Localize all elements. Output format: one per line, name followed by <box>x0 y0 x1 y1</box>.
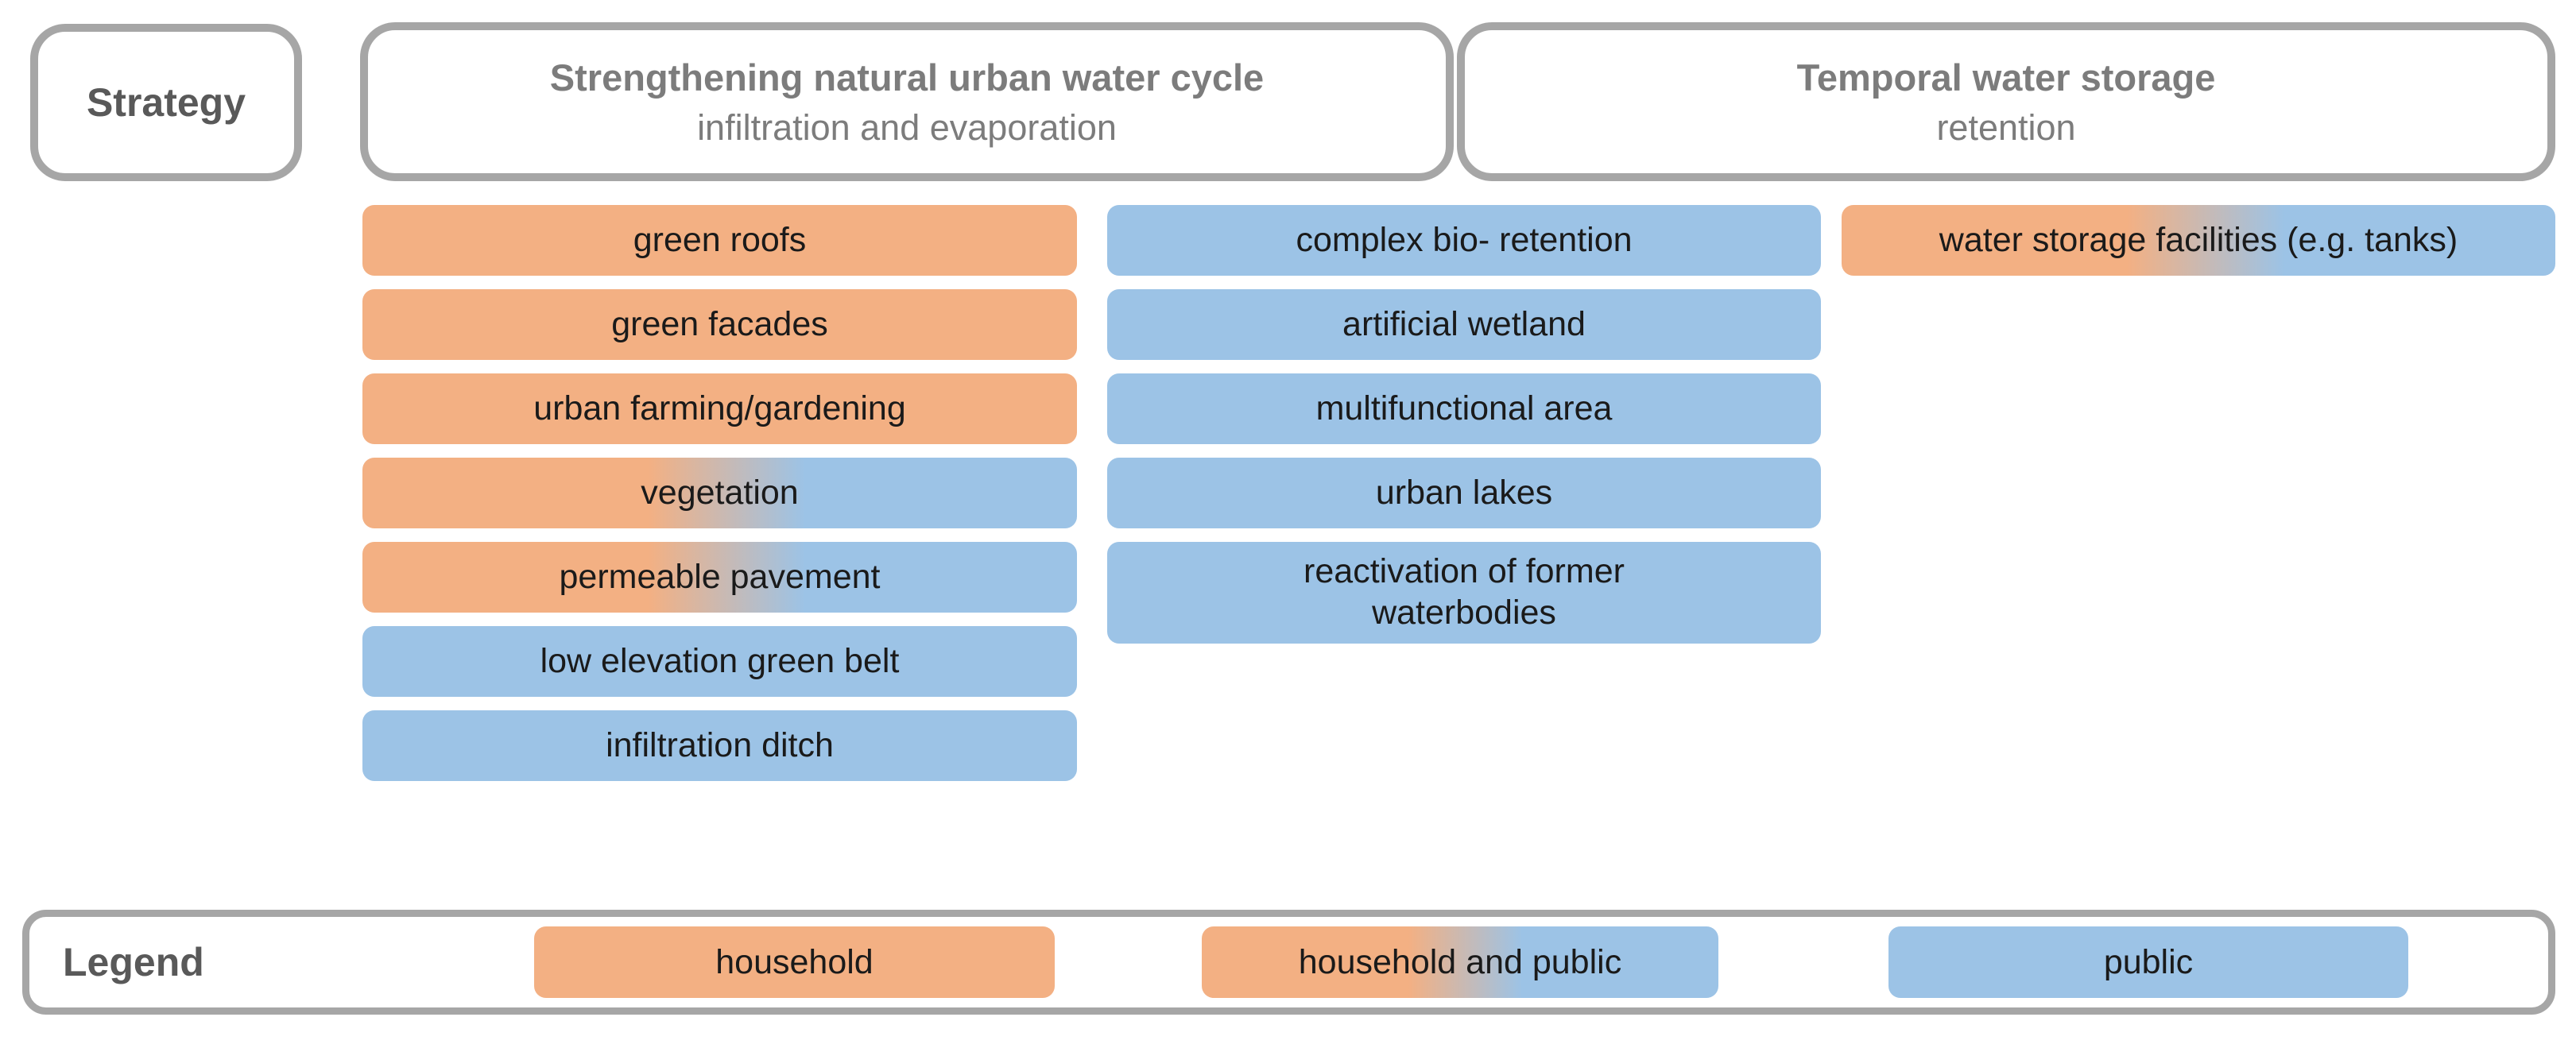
item-green-roofs: green roofs <box>362 205 1077 276</box>
header-title: Temporal water storage <box>1796 56 2216 99</box>
item-water-storage-facilities: water storage facilities (e.g. tanks) <box>1842 205 2555 276</box>
measure-column-infiltration-right: complex bio- retention artificial wetlan… <box>1107 205 1821 644</box>
legend-item-household-and-public: household and public <box>1202 926 1718 998</box>
strategy-label: Strategy <box>86 80 246 125</box>
item-low-elevation-green-belt: low elevation green belt <box>362 626 1077 697</box>
item-reactivation-former-waterbodies: reactivation of former waterbodies <box>1107 542 1821 644</box>
header-temporal-water-storage: Temporal water storage retention <box>1457 22 2555 181</box>
item-infiltration-ditch: infiltration ditch <box>362 710 1077 781</box>
strategy-box: Strategy <box>30 24 302 181</box>
legend-label: Legend <box>63 940 204 984</box>
item-artificial-wetland: artificial wetland <box>1107 289 1821 360</box>
measure-column-retention: water storage facilities (e.g. tanks) <box>1842 205 2555 276</box>
header-title: Strengthening natural urban water cycle <box>549 56 1265 99</box>
item-urban-farming-gardening: urban farming/gardening <box>362 373 1077 444</box>
item-complex-bio-retention: complex bio- retention <box>1107 205 1821 276</box>
header-subtitle: retention <box>1936 106 2076 148</box>
item-vegetation: vegetation <box>362 458 1077 528</box>
item-green-facades: green facades <box>362 289 1077 360</box>
header-subtitle: infiltration and evaporation <box>697 106 1117 148</box>
legend-item-public: public <box>1888 926 2408 998</box>
header-natural-water-cycle: Strengthening natural urban water cycle … <box>360 22 1454 181</box>
legend-item-household: household <box>534 926 1055 998</box>
item-permeable-pavement: permeable pavement <box>362 542 1077 613</box>
item-multifunctional-area: multifunctional area <box>1107 373 1821 444</box>
item-urban-lakes: urban lakes <box>1107 458 1821 528</box>
measure-column-infiltration-left: green roofs green facades urban farming/… <box>362 205 1077 781</box>
